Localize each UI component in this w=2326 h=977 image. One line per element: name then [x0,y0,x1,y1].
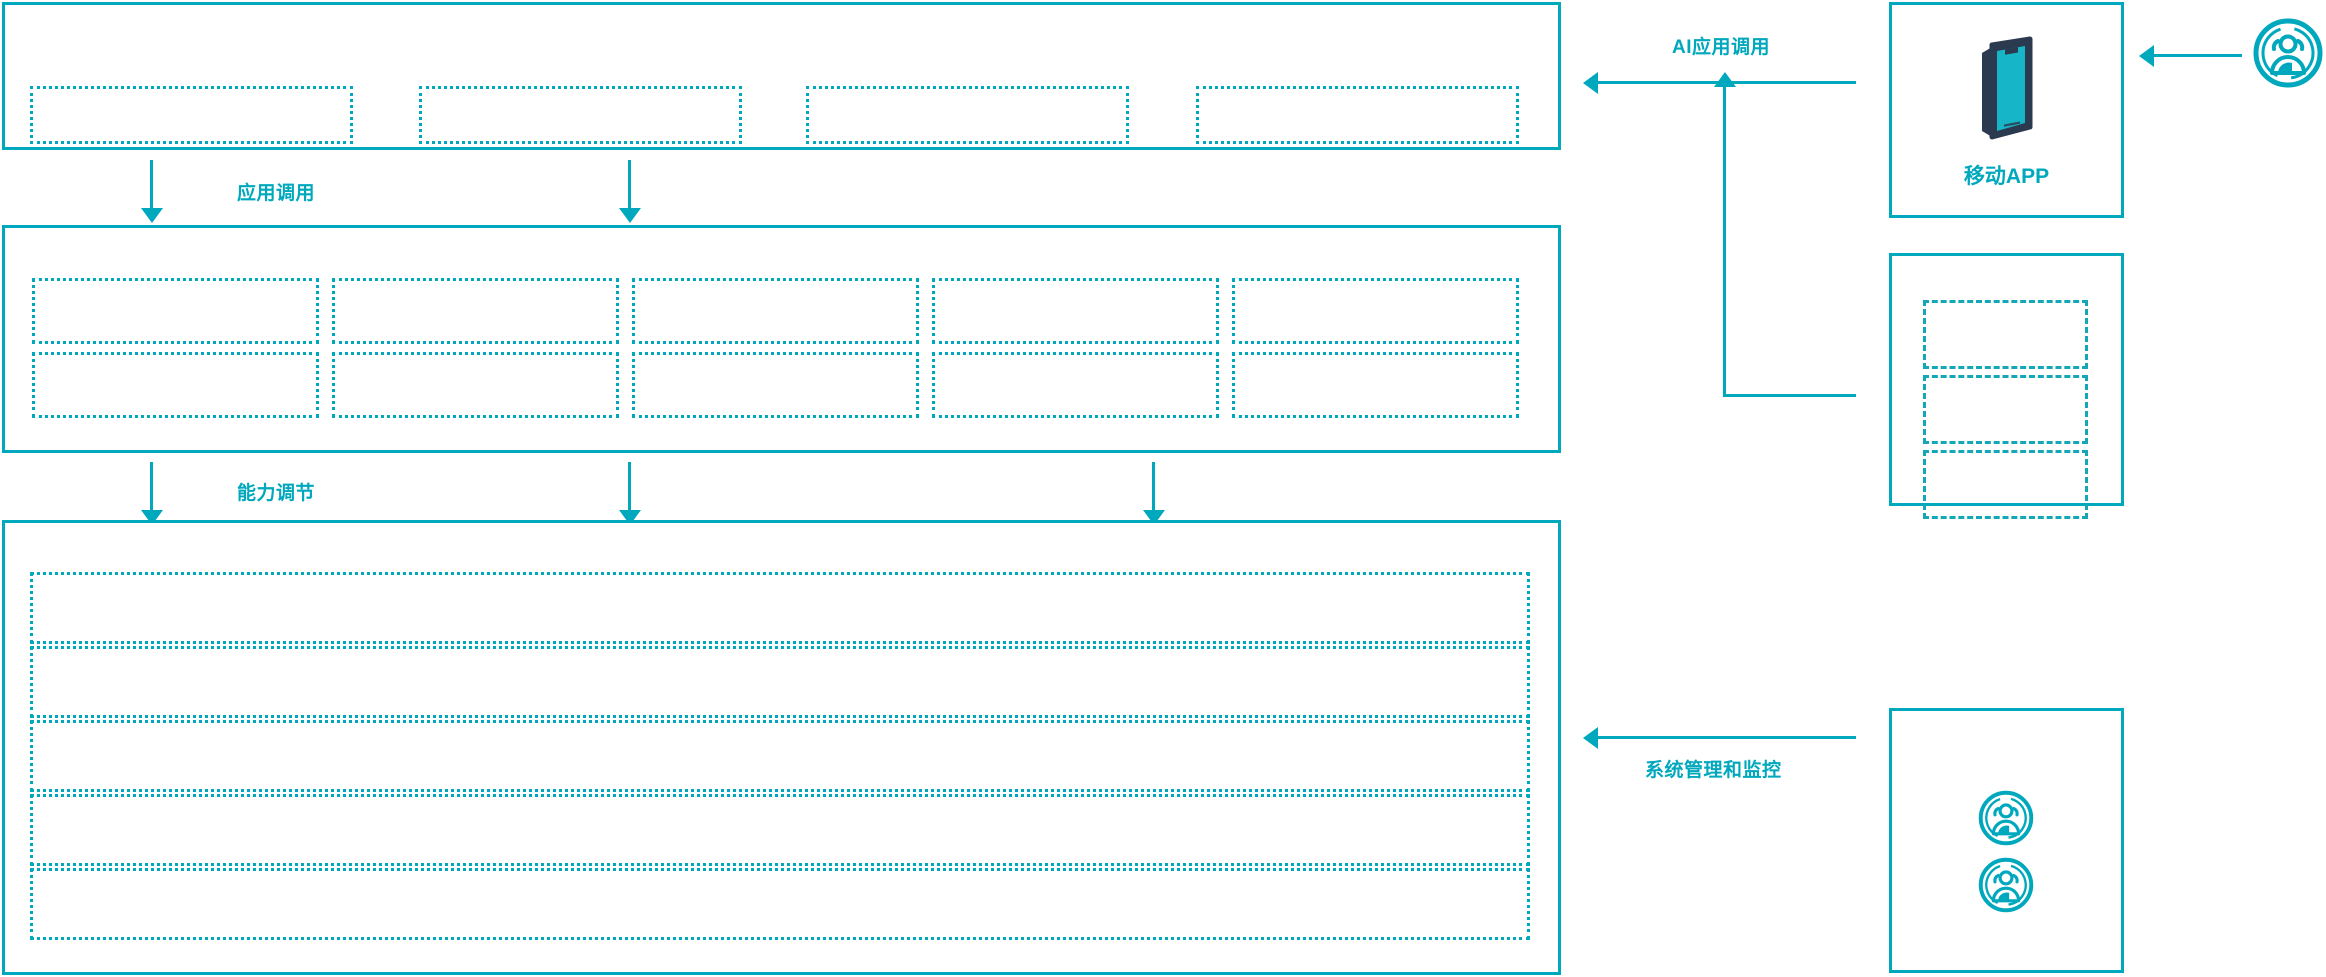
capability-slot-r1c2[interactable] [332,278,619,344]
capability-slot-r2c5[interactable] [1232,352,1519,418]
capability-slot-r1c4[interactable] [932,278,1219,344]
operations-user-icon-1 [1976,788,2036,853]
flow-arrow-capability-adjust-1 [150,462,153,512]
flow-arrow-app-call-left [150,160,153,210]
flow-label-system-manage-monitor: 系统管理和监控 [1645,760,1782,781]
capability-slot-r2c3[interactable] [632,352,919,418]
flow-arrow-app-call-right [628,160,631,210]
smartphone-icon [1968,31,2046,146]
application-slot-2[interactable] [419,86,742,144]
flow-elbow-riser-channel [1723,85,1726,397]
capability-slot-r1c3[interactable] [632,278,919,344]
flow-arrow-capability-adjust-2 [628,462,631,512]
node-mobile-app[interactable]: 移动APP [1889,2,2124,218]
node-operations-users [1889,708,2124,973]
platform-row-4[interactable] [30,794,1530,866]
capability-slot-r2c2[interactable] [332,352,619,418]
platform-layer-panel [2,520,1561,975]
flow-arrow-capability-adjust-3 [1152,462,1155,512]
capability-slot-r2c1[interactable] [32,352,319,418]
application-slot-4[interactable] [1196,86,1519,144]
flow-label-capability-adjust: 能力调节 [237,483,316,504]
end-user-icon [2250,15,2326,96]
flow-arrow-enduser-to-mobile-app [2152,54,2242,57]
application-layer-panel [2,2,1561,150]
flow-arrow-system-manage-monitor [1596,736,1856,739]
node-mobile-app-caption: 移动APP [1963,164,2050,188]
node-channel-list [1889,253,2124,506]
channel-list-slot-3[interactable] [1923,450,2088,519]
capability-slot-r1c5[interactable] [1232,278,1519,344]
capability-slot-r2c4[interactable] [932,352,1219,418]
flow-elbow-foot-channel [1723,394,1856,397]
platform-row-3[interactable] [30,720,1530,792]
platform-row-2[interactable] [30,646,1530,718]
capability-slot-r1c1[interactable] [32,278,319,344]
flow-label-app-call: 应用调用 [237,183,316,204]
platform-row-5[interactable] [30,868,1530,940]
channel-list-slot-2[interactable] [1923,375,2088,444]
operations-user-icon-2 [1976,855,2036,920]
application-slot-1[interactable] [30,86,353,144]
flow-label-ai-app-call: AI应用调用 [1672,37,1771,58]
channel-list-slot-1[interactable] [1923,300,2088,369]
platform-row-1[interactable] [30,572,1530,644]
application-slot-3[interactable] [806,86,1129,144]
